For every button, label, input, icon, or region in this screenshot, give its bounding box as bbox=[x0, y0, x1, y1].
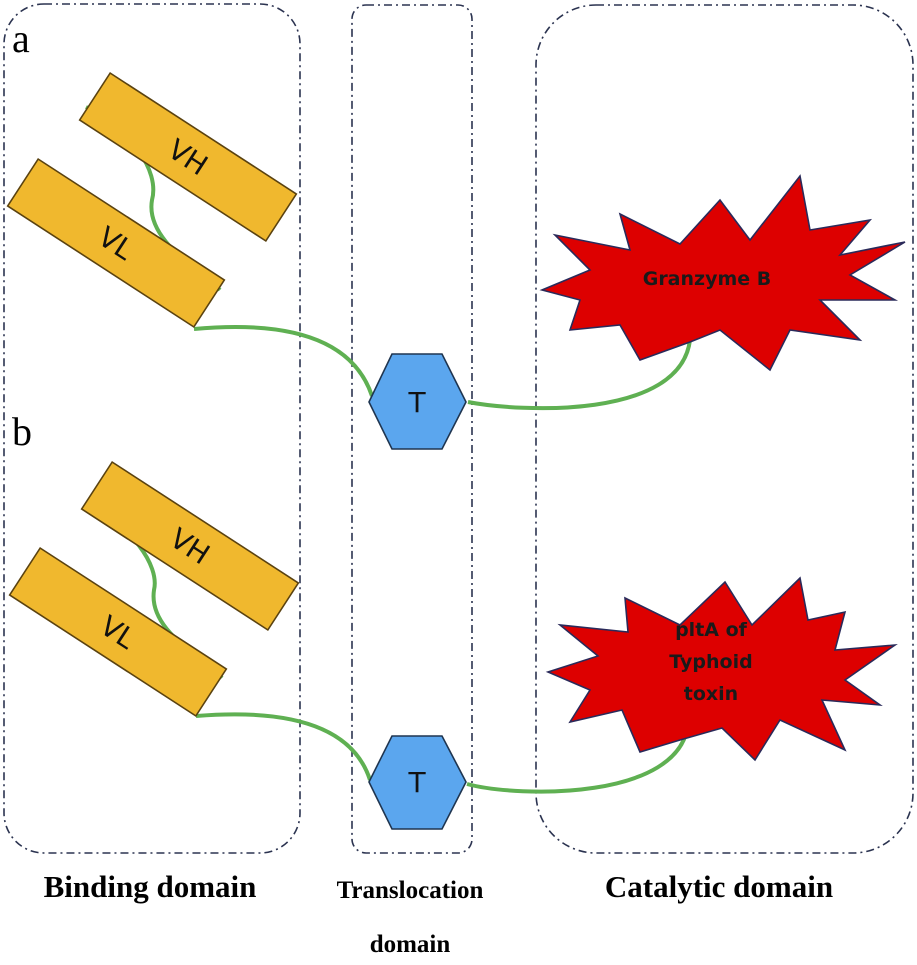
catalytic-domain-label: Catalytic domain bbox=[605, 869, 833, 904]
translocation-hexagon: T bbox=[368, 353, 467, 450]
binding-domain-region bbox=[3, 3, 301, 854]
catalytic-label-line: pltA of bbox=[675, 619, 748, 641]
vh-chain: VH bbox=[78, 71, 298, 243]
translocation-label: T bbox=[407, 766, 426, 799]
vh-chain: VH bbox=[80, 460, 300, 632]
catalytic-domain-region bbox=[535, 4, 914, 854]
panel-letter: b bbox=[12, 409, 32, 454]
translocation-to-catalytic-linker bbox=[466, 723, 690, 794]
translocation-label: T bbox=[407, 386, 426, 419]
translocation-domain-label-line1: Translocation bbox=[337, 877, 484, 904]
translocation-hexagon: T bbox=[368, 735, 467, 830]
catalytic-label-line: Typhoid bbox=[669, 651, 752, 673]
panel-b: b VH VL T pltA of Typhoid toxin bbox=[8, 409, 898, 830]
panel-letter: a bbox=[12, 16, 30, 61]
translocation-domain-label-line2: domain bbox=[370, 931, 451, 958]
binding-domain-label: Binding domain bbox=[44, 869, 257, 904]
vl-to-translocation-linker bbox=[195, 712, 372, 781]
catalytic-starburst: Granzyme B bbox=[539, 174, 906, 372]
translocation-domain-region bbox=[351, 4, 473, 854]
vl-to-translocation-linker bbox=[193, 324, 374, 397]
vl-chain: VL bbox=[8, 546, 228, 718]
vl-chain: VL bbox=[6, 157, 226, 329]
catalytic-label-line: toxin bbox=[684, 683, 738, 705]
catalytic-label-line: Granzyme B bbox=[643, 268, 772, 290]
catalytic-starburst: pltA of Typhoid toxin bbox=[545, 576, 898, 762]
translocation-to-catalytic-linker bbox=[467, 339, 692, 411]
panel-a: a VH VL T Granzyme B bbox=[6, 16, 906, 450]
